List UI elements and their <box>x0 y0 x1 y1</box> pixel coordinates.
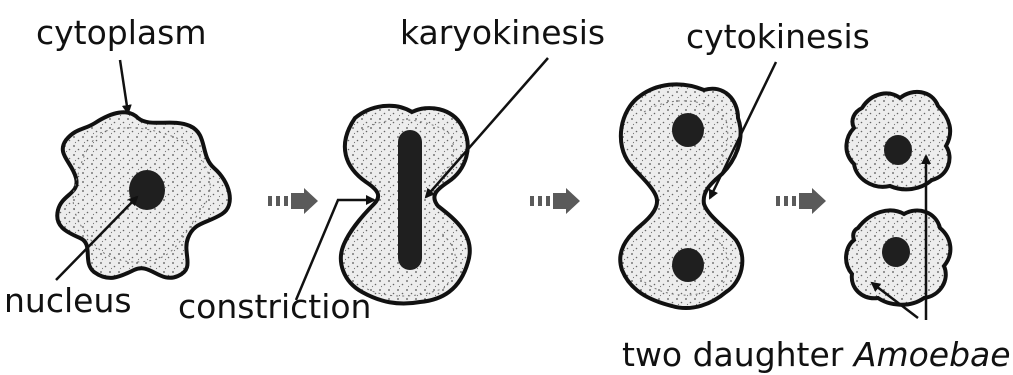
daughter-amoeba-top-nucleus <box>884 135 912 165</box>
label-two-daughter: two daughter <box>622 335 844 374</box>
label-amoebae: Amoebae <box>852 335 1011 374</box>
amoeba-3-nucleus-bottom <box>672 248 704 282</box>
label-karyokinesis: karyokinesis <box>400 13 605 52</box>
amoeba-stage-4 <box>846 92 950 305</box>
label-cytokinesis: cytokinesis <box>686 17 870 56</box>
process-arrow-3 <box>776 188 826 214</box>
label-two-daughter-amoebae: two daughter Amoebae <box>622 335 1011 374</box>
label-nucleus: nucleus <box>4 281 132 320</box>
amoeba-stage-2 <box>341 106 470 304</box>
label-constriction: constriction <box>178 287 371 326</box>
amoeba-3-nucleus-top <box>672 113 704 147</box>
cytoplasm-pointer <box>120 60 128 113</box>
label-cytoplasm: cytoplasm <box>36 13 206 52</box>
process-arrow-2 <box>530 188 580 214</box>
amoeba-1-nucleus <box>129 170 165 210</box>
amoeba-stage-3 <box>620 84 742 308</box>
daughter-amoeba-bottom-nucleus <box>882 237 910 267</box>
amoeba-2-nucleus-elongated <box>398 130 422 270</box>
process-arrow-1 <box>268 188 318 214</box>
